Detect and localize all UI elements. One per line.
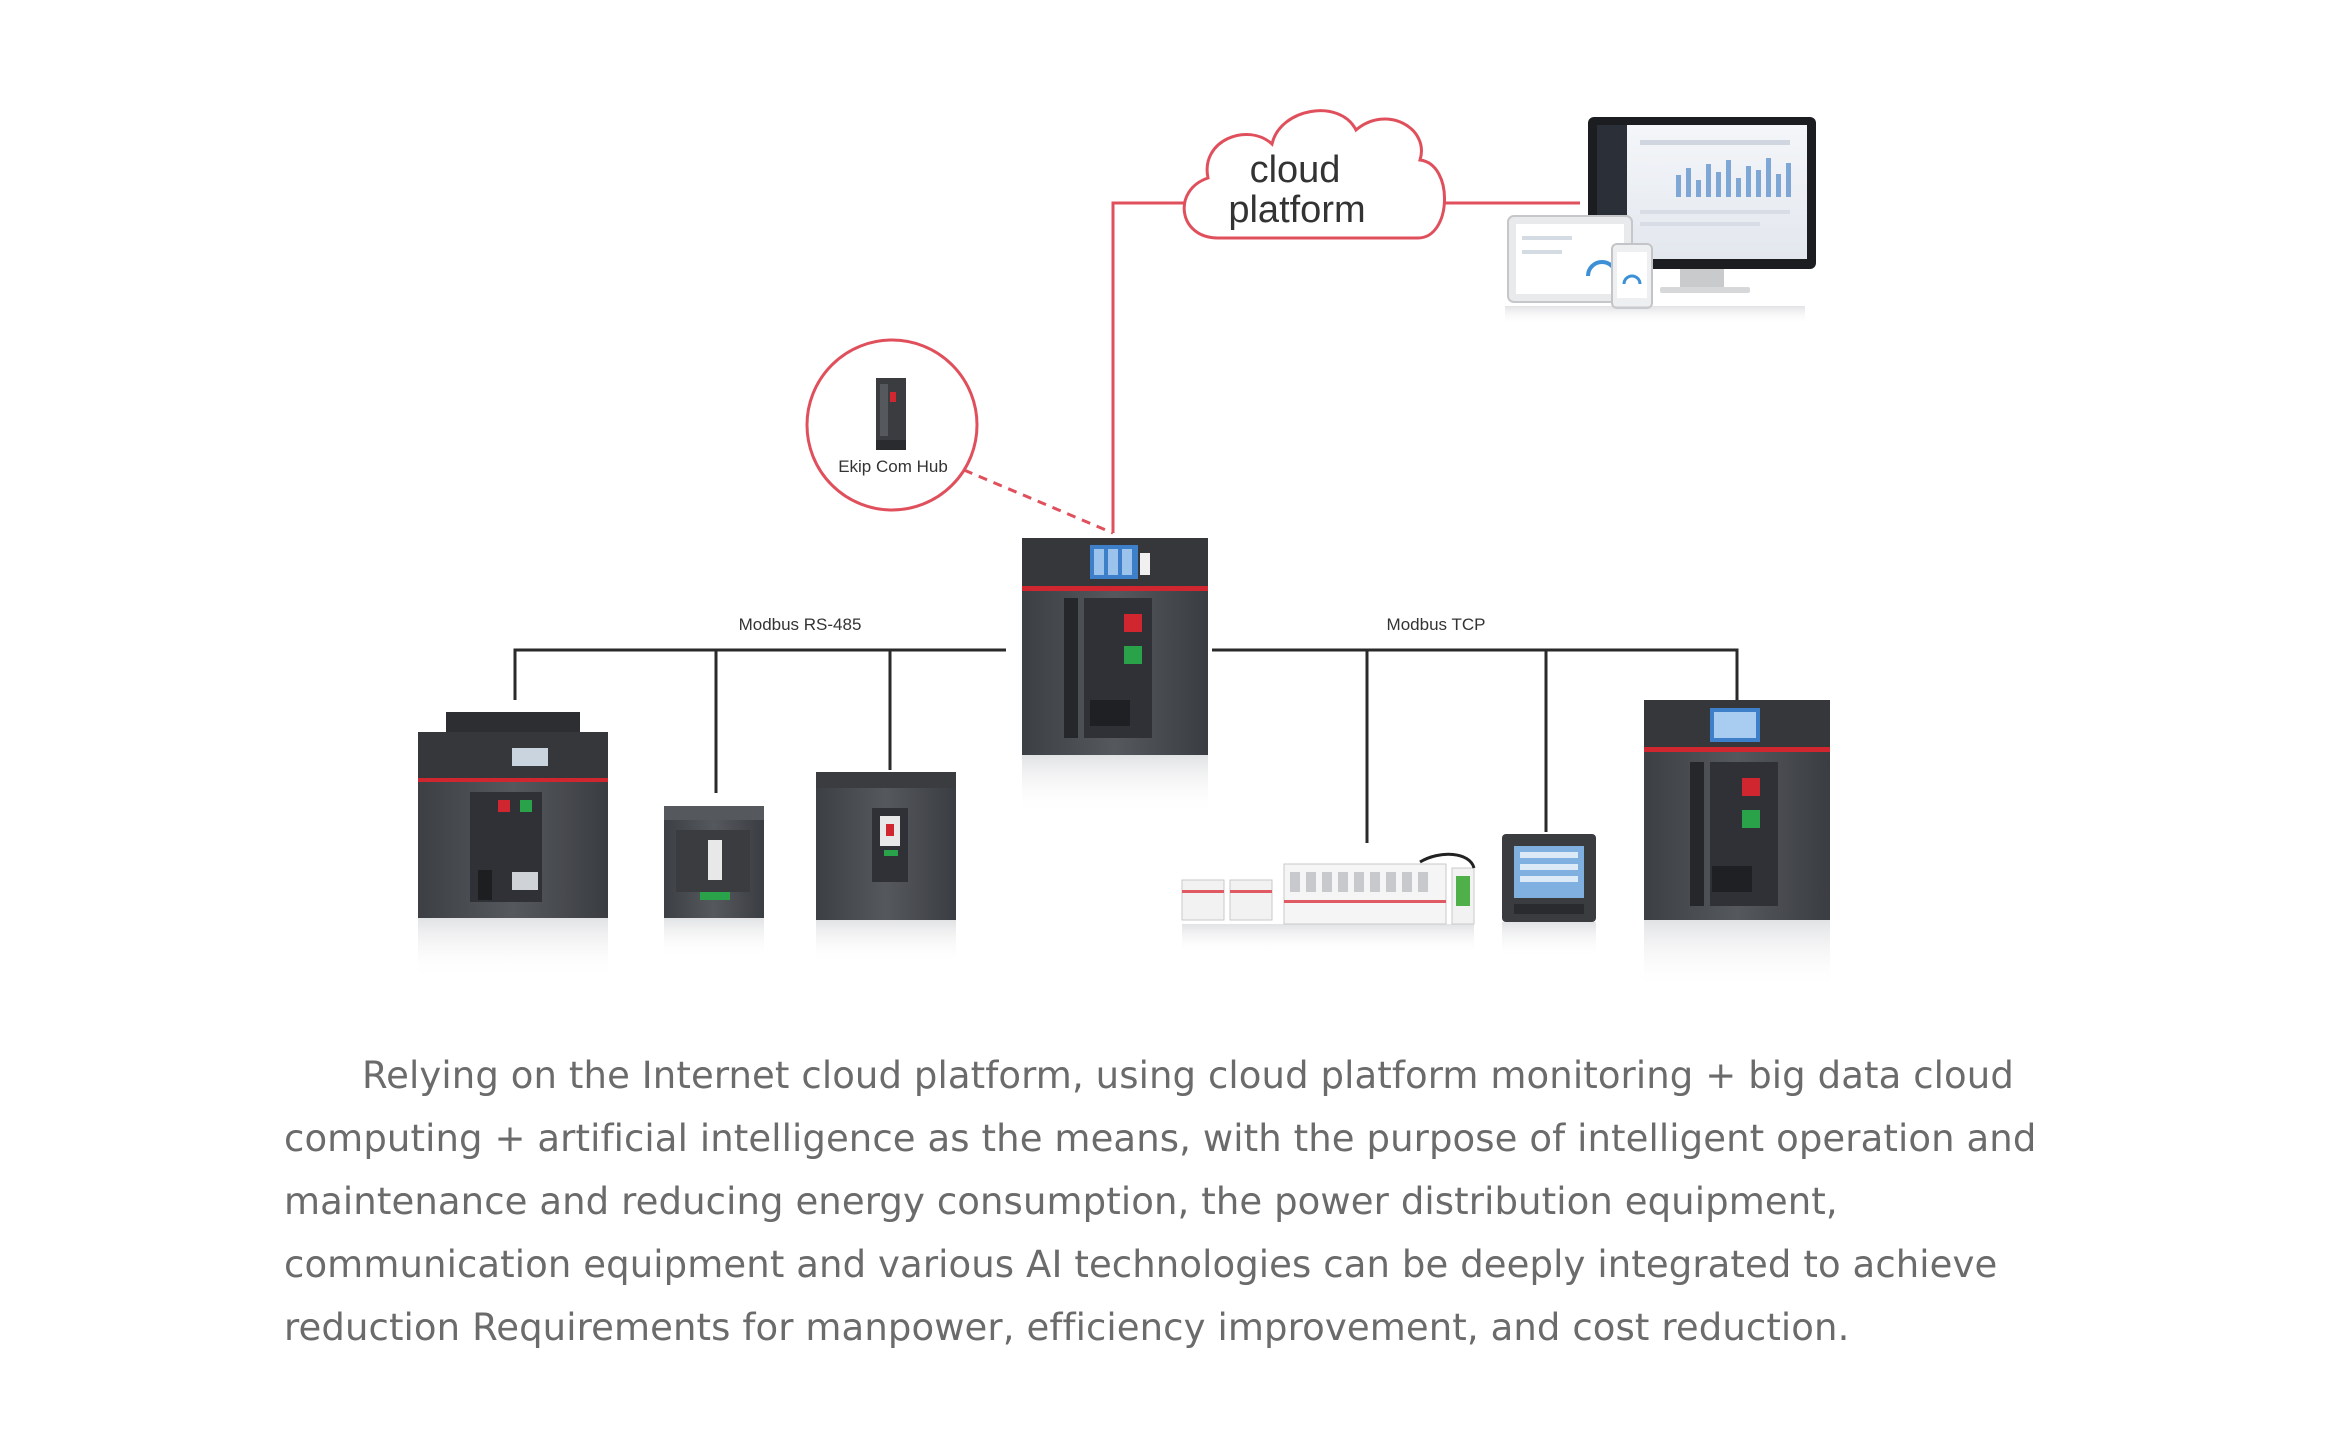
bus-lines — [513, 648, 1739, 843]
hub-label: Ekip Com Hub — [838, 457, 948, 476]
cloud-link-lines — [963, 201, 1580, 535]
molded-case-breaker-1 — [664, 806, 764, 958]
cloud-platform: cloud platform — [1182, 109, 1446, 240]
left-air-circuit-breaker — [418, 712, 608, 978]
din-rail-modules — [1181, 852, 1476, 954]
left-bus-label: Modbus RS-485 — [739, 615, 862, 634]
cloud-label-line2: platform — [1228, 189, 1365, 231]
caption-paragraph: Relying on the Internet cloud platform, … — [284, 1054, 2037, 1349]
right-air-circuit-breaker — [1644, 700, 1830, 990]
ekip-com-hub: Ekip Com Hub — [805, 338, 979, 512]
power-meter — [1502, 834, 1596, 958]
cloud-label-line1: cloud — [1250, 149, 1341, 191]
right-bus-label: Modbus TCP — [1387, 615, 1486, 634]
network-diagram: cloud platform — [418, 109, 1830, 990]
molded-case-breaker-2 — [816, 772, 956, 964]
monitoring-screens — [1505, 117, 1816, 324]
central-air-circuit-breaker — [1022, 538, 1208, 815]
